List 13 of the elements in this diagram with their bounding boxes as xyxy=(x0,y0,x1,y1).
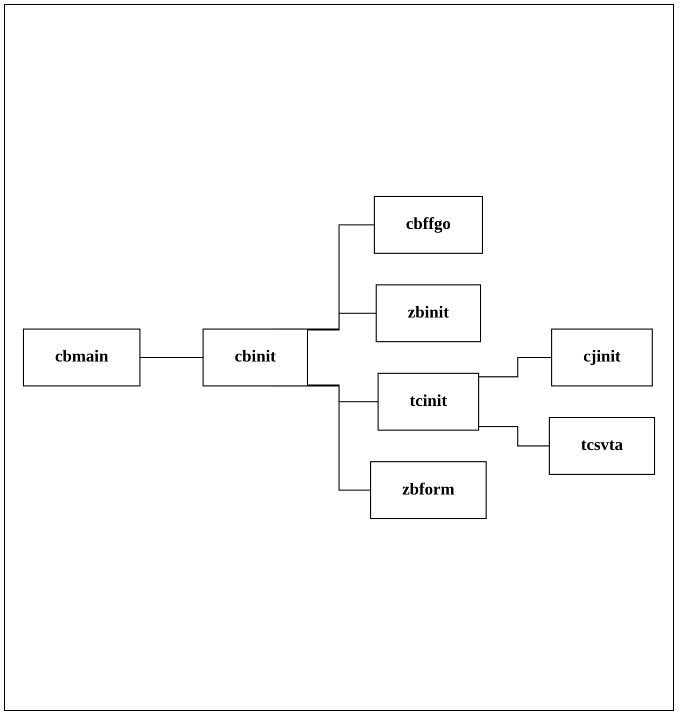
node-box: zbinit xyxy=(376,284,482,342)
node-box: cbinit xyxy=(202,328,308,386)
connector xyxy=(140,356,204,358)
node-box: tcinit xyxy=(378,372,480,431)
connector xyxy=(307,312,377,330)
connector xyxy=(307,384,379,402)
node-box: tcsvta xyxy=(548,416,656,475)
connector xyxy=(478,426,550,446)
connector xyxy=(478,356,552,378)
node-box: zbform xyxy=(370,461,487,520)
node-box: cbmain xyxy=(22,328,140,386)
node-box: cjinit xyxy=(551,328,653,386)
node-box: cbffgo xyxy=(374,196,483,254)
